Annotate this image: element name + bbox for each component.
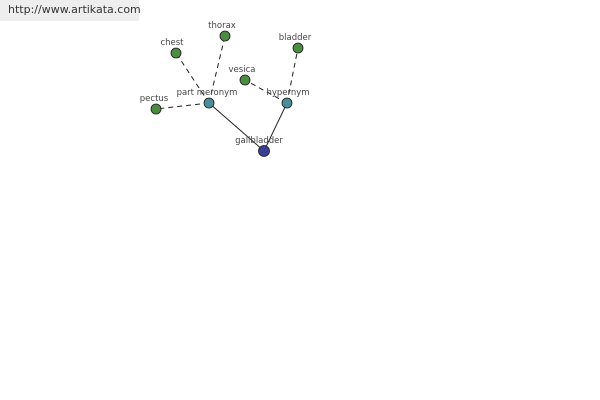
edge-part-meronym-thorax — [208, 35, 226, 104]
node-vesica-label: vesica — [229, 65, 256, 75]
node-thorax-marker[interactable] — [219, 30, 231, 42]
edge-part-meronym-chest — [175, 52, 210, 104]
node-gallbladder-marker[interactable] — [258, 145, 270, 157]
edge-gallbladder-hypernym — [263, 102, 288, 152]
node-chest-label: chest — [160, 38, 184, 48]
node-thorax-label: thorax — [208, 21, 236, 31]
node-pectus-marker[interactable] — [150, 103, 162, 115]
site-banner: http://www.artikata.com — [0, 0, 141, 21]
node-gallbladder[interactable]: gallbladder — [235, 136, 283, 157]
node-bladder[interactable]: bladder — [279, 33, 312, 54]
node-part-meronym-label: part meronym — [177, 88, 238, 98]
node-pectus-label: pectus — [140, 94, 169, 104]
edge-hypernym-vesica — [244, 79, 288, 104]
node-chest-marker[interactable] — [170, 47, 182, 59]
node-bladder-marker[interactable] — [292, 42, 304, 54]
site-url-link[interactable]: http://www.artikata.com — [8, 3, 141, 16]
node-chest[interactable]: chest — [160, 38, 184, 59]
edge-gallbladder-part-meronym — [208, 102, 265, 152]
node-pectus[interactable]: pectus — [140, 94, 169, 115]
node-gallbladder-label: gallbladder — [235, 136, 283, 146]
node-thorax[interactable]: thorax — [208, 21, 236, 42]
node-hypernym-marker[interactable] — [281, 97, 293, 109]
node-part-meronym[interactable]: part meronym — [177, 88, 238, 109]
node-vesica-marker[interactable] — [239, 74, 251, 86]
node-hypernym-label: hypernym — [266, 88, 309, 98]
edge-layer — [155, 35, 299, 152]
node-vesica[interactable]: vesica — [229, 65, 256, 86]
node-bladder-label: bladder — [279, 33, 312, 43]
node-part-meronym-marker[interactable] — [203, 97, 215, 109]
node-hypernym[interactable]: hypernym — [266, 88, 310, 109]
node-layer: gallbladder part meronym hypernym chest thor… — [140, 21, 312, 157]
edge-hypernym-bladder — [286, 47, 299, 104]
